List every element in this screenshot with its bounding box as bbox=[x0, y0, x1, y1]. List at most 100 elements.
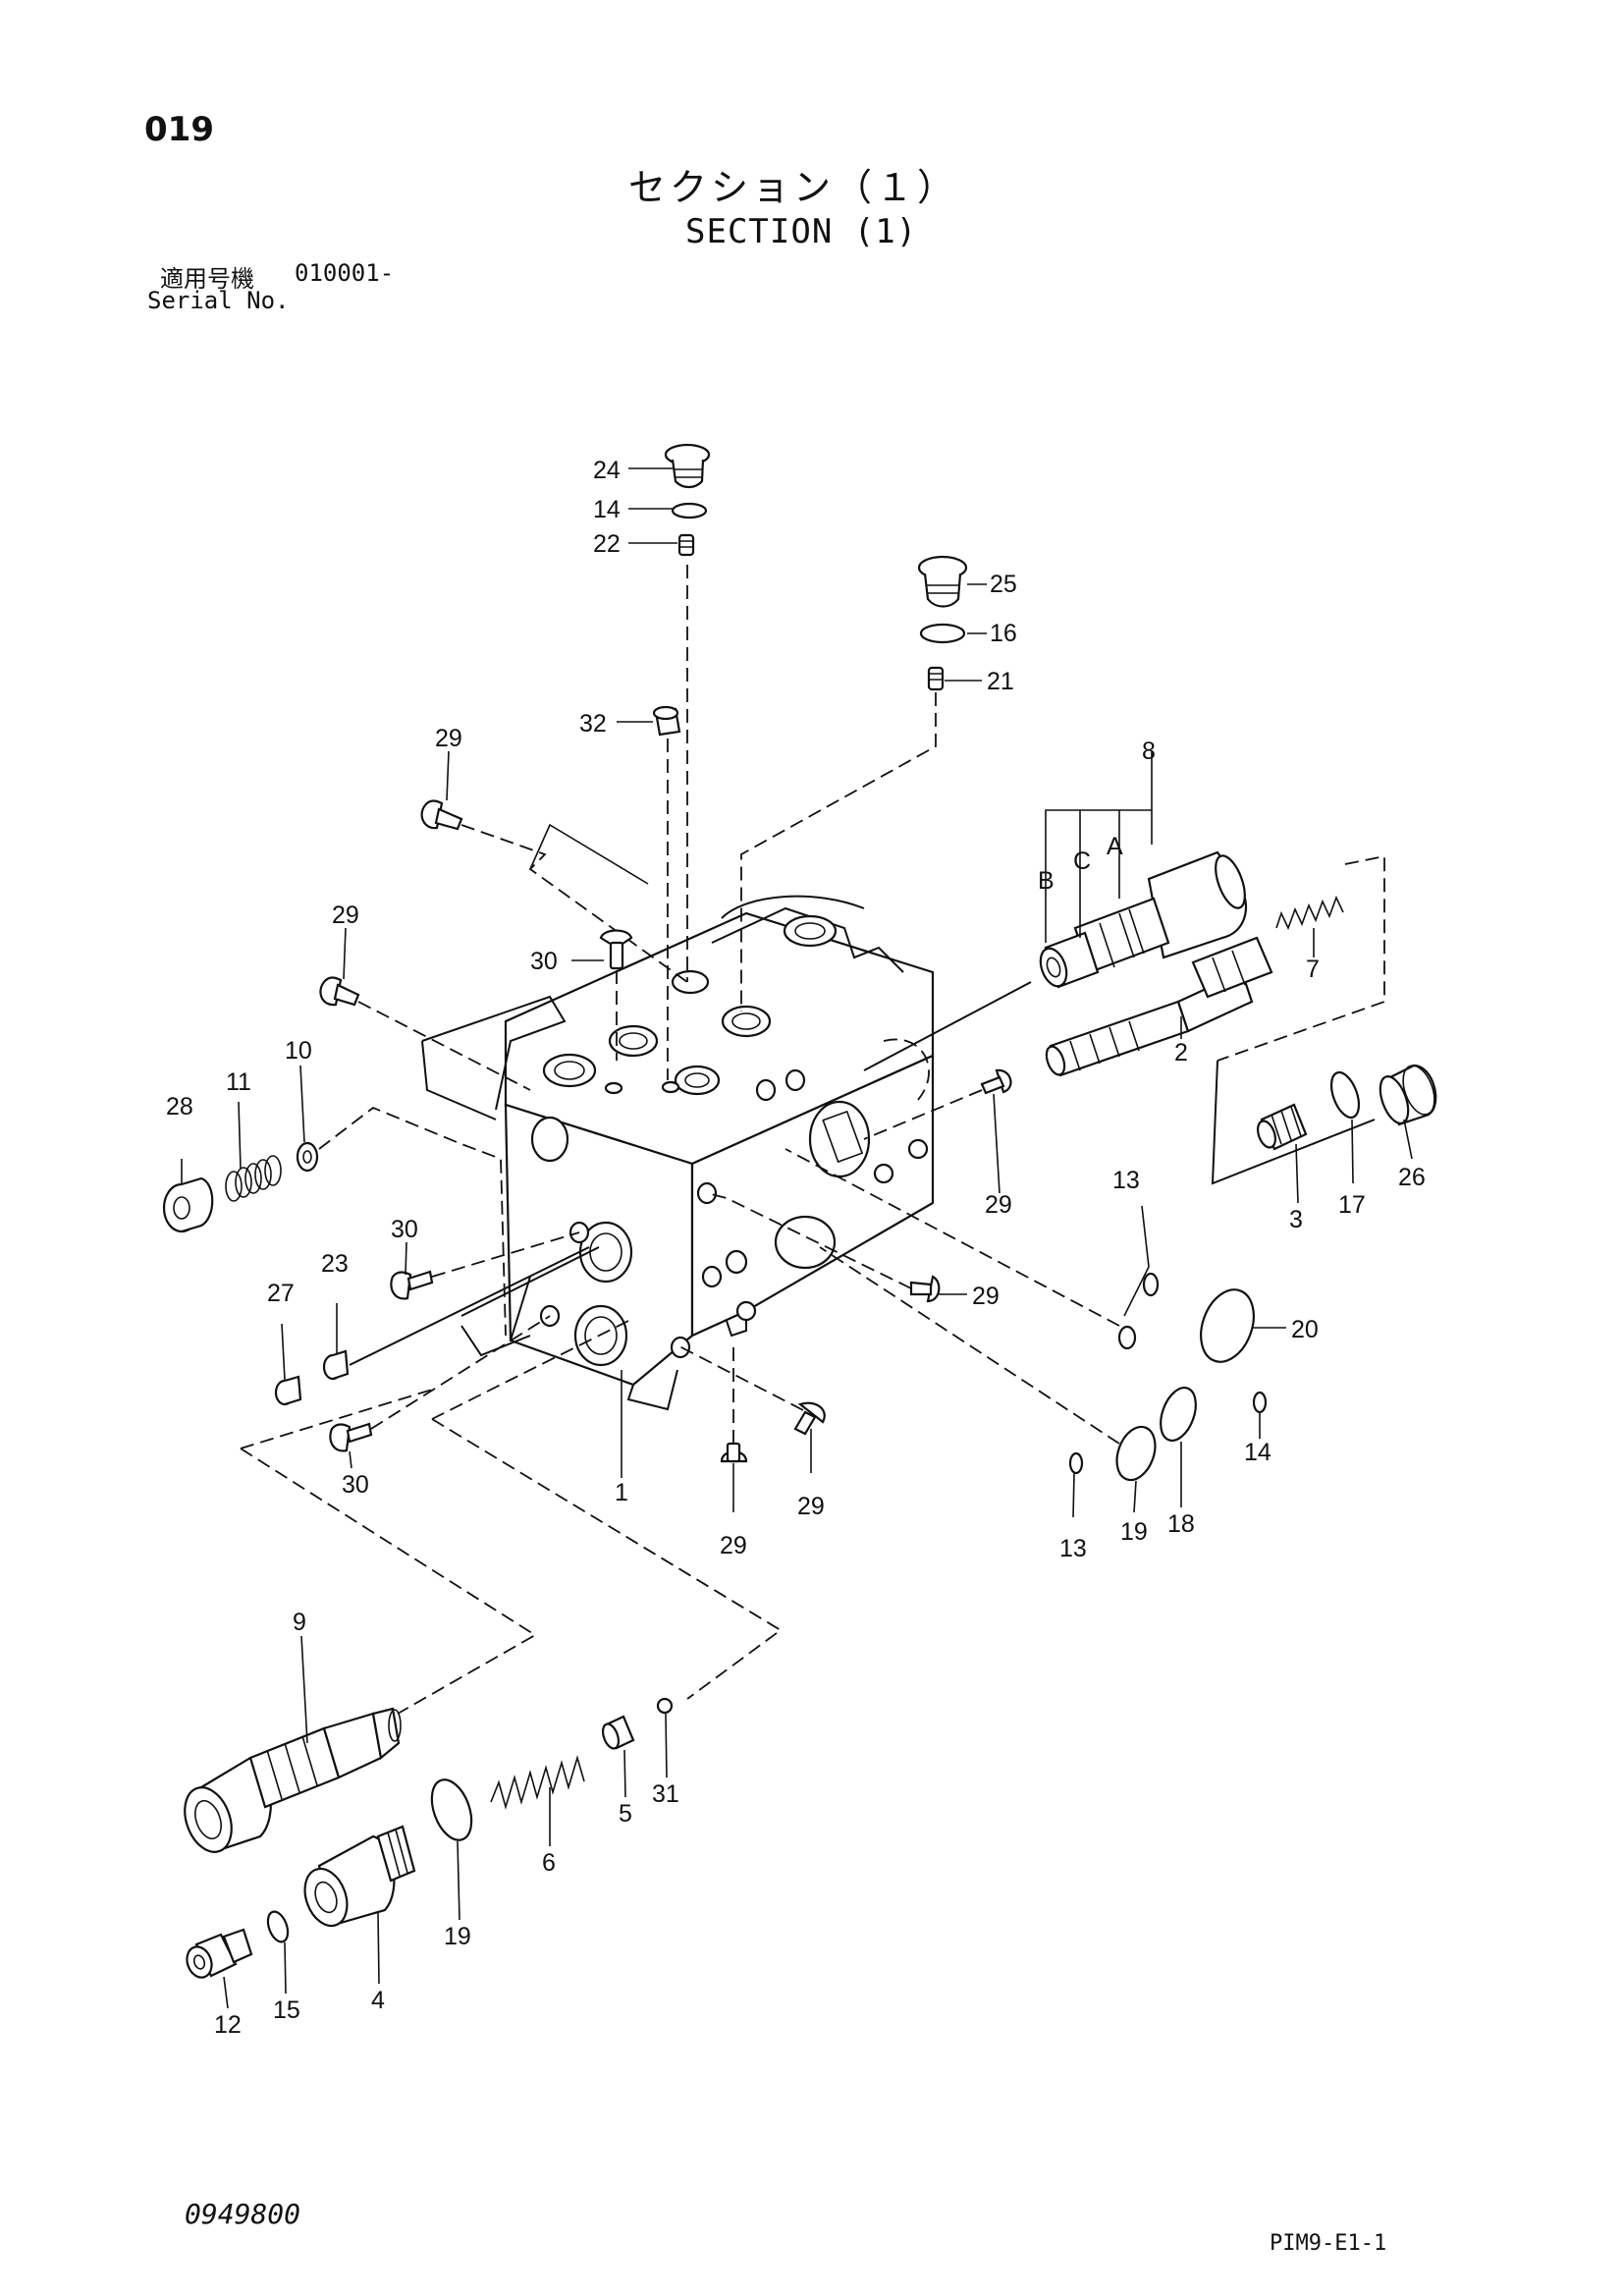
plug-4 bbox=[303, 1825, 416, 1928]
assembly-box-3 bbox=[1211, 1060, 1376, 1185]
assembly-line-30b bbox=[431, 1231, 580, 1278]
bolt-29-right bbox=[980, 1068, 1012, 1095]
callout-19-left: 19 bbox=[444, 1923, 471, 1950]
assembly-line-29b bbox=[357, 1001, 531, 1091]
assembly-box-7 bbox=[1217, 854, 1385, 1062]
callout-28: 28 bbox=[166, 1093, 193, 1121]
callout-2: 2 bbox=[1174, 1039, 1188, 1066]
plug-26 bbox=[1379, 1064, 1437, 1126]
assembly-line-29c bbox=[863, 1089, 983, 1140]
leader-13-pair bbox=[1123, 1205, 1150, 1317]
callout-3: 3 bbox=[1289, 1206, 1303, 1233]
spring-6 bbox=[490, 1755, 585, 1810]
assembly-line-23b bbox=[460, 1246, 600, 1317]
callout-30-top: 30 bbox=[530, 948, 558, 975]
washer-10 bbox=[296, 1141, 319, 1173]
serial-label-japanese: 適用号機 bbox=[160, 265, 254, 293]
o-ring-13-middle bbox=[1117, 1325, 1137, 1350]
callout-4: 4 bbox=[371, 1987, 385, 2014]
callout-30-bottom: 30 bbox=[342, 1471, 369, 1499]
plug-3 bbox=[1256, 1103, 1308, 1151]
leader-29a bbox=[529, 823, 649, 885]
spring-11 bbox=[225, 1155, 282, 1202]
callout-23: 23 bbox=[321, 1250, 349, 1278]
callout-31: 31 bbox=[652, 1780, 679, 1808]
callout-29-bottom-center: 29 bbox=[720, 1532, 747, 1559]
callout-5: 5 bbox=[619, 1800, 632, 1828]
serial-label-english: Serial No. bbox=[147, 287, 290, 314]
page-number: 019 bbox=[144, 110, 214, 149]
relief-valve-9 bbox=[184, 1707, 402, 1853]
title-english: SECTION (1) bbox=[685, 212, 918, 251]
valve-body bbox=[421, 895, 935, 1411]
callout-25: 25 bbox=[990, 571, 1017, 598]
callout-32: 32 bbox=[579, 710, 607, 738]
ball-31 bbox=[656, 1697, 674, 1715]
callout-labels: 24 14 22 25 16 21 32 29 30 29 8 A C B 7 … bbox=[166, 457, 1426, 2039]
assembly-line-30c bbox=[370, 1315, 551, 1430]
assembly-line-29d bbox=[706, 1192, 912, 1289]
callout-20: 20 bbox=[1291, 1316, 1319, 1343]
leader-lines bbox=[181, 467, 1413, 2009]
assembly-line-19 bbox=[819, 1246, 1120, 1445]
plug-23 bbox=[322, 1349, 350, 1381]
spring-7 bbox=[1275, 895, 1344, 931]
plug-25 bbox=[917, 555, 968, 608]
callout-7: 7 bbox=[1306, 956, 1320, 983]
bolt-29-top-left bbox=[420, 799, 463, 831]
bolt-29-bottom bbox=[793, 1401, 826, 1436]
callout-29-top: 29 bbox=[435, 725, 462, 752]
callout-B: B bbox=[1038, 867, 1055, 895]
o-ring-13-upper bbox=[1142, 1272, 1160, 1297]
cap-28 bbox=[162, 1176, 214, 1233]
assembly-line-9-upper bbox=[240, 1389, 433, 1449]
o-ring-20 bbox=[1200, 1288, 1255, 1363]
callout-11: 11 bbox=[226, 1068, 251, 1096]
callout-1: 1 bbox=[615, 1479, 628, 1506]
assembly-bracket bbox=[460, 1325, 531, 1357]
callout-29-bottom: 29 bbox=[797, 1493, 825, 1520]
callout-8: 8 bbox=[1142, 738, 1156, 765]
o-ring-19-right bbox=[1115, 1425, 1157, 1482]
top-ports bbox=[542, 914, 838, 1096]
o-ring-14-top bbox=[671, 502, 708, 519]
assembly-path-9 bbox=[240, 1448, 537, 1715]
assembly-path-5 bbox=[431, 1418, 783, 1700]
page-code: PIM9-E1-1 bbox=[1270, 2231, 1387, 2256]
assembly-line-10 bbox=[318, 1106, 507, 1337]
callout-26: 26 bbox=[1398, 1164, 1426, 1191]
callout-12: 12 bbox=[214, 2011, 242, 2039]
callout-30-mid: 30 bbox=[391, 1216, 418, 1243]
plug-24 bbox=[664, 443, 711, 489]
document-number: 0949800 bbox=[185, 2198, 301, 2230]
o-ring-18 bbox=[1160, 1387, 1197, 1442]
serial-value: 010001- bbox=[295, 259, 395, 287]
bolt-29-mid-left bbox=[319, 976, 360, 1007]
callout-16: 16 bbox=[990, 620, 1017, 647]
bolt-29-bottom-center bbox=[720, 1442, 748, 1463]
bolt-30-bottom bbox=[329, 1422, 373, 1452]
plug-12 bbox=[186, 1928, 253, 1979]
plug-27 bbox=[274, 1375, 302, 1406]
callout-13-lower: 13 bbox=[1059, 1535, 1087, 1562]
callout-6: 6 bbox=[542, 1849, 556, 1877]
assembly-line-29a bbox=[460, 824, 688, 983]
callout-29-mid: 29 bbox=[332, 902, 359, 929]
callout-29-front: 29 bbox=[972, 1283, 1000, 1310]
assembly-line-8 bbox=[863, 981, 1032, 1071]
callout-15: 15 bbox=[273, 1996, 300, 2024]
callout-19-right: 19 bbox=[1120, 1518, 1148, 1546]
callout-27: 27 bbox=[267, 1280, 295, 1307]
callout-21: 21 bbox=[987, 668, 1014, 695]
poppet-5 bbox=[601, 1715, 635, 1750]
set-screw-21 bbox=[927, 666, 945, 691]
assembly-line-23 bbox=[349, 1246, 590, 1366]
callout-C: C bbox=[1073, 847, 1091, 875]
callout-10: 10 bbox=[285, 1037, 312, 1065]
callout-22: 22 bbox=[593, 530, 621, 558]
bolt-30-mid bbox=[390, 1270, 434, 1300]
set-screw-22 bbox=[677, 533, 695, 557]
o-ring-14-right bbox=[1252, 1391, 1268, 1414]
callout-18: 18 bbox=[1167, 1510, 1195, 1538]
callout-24: 24 bbox=[593, 457, 621, 484]
